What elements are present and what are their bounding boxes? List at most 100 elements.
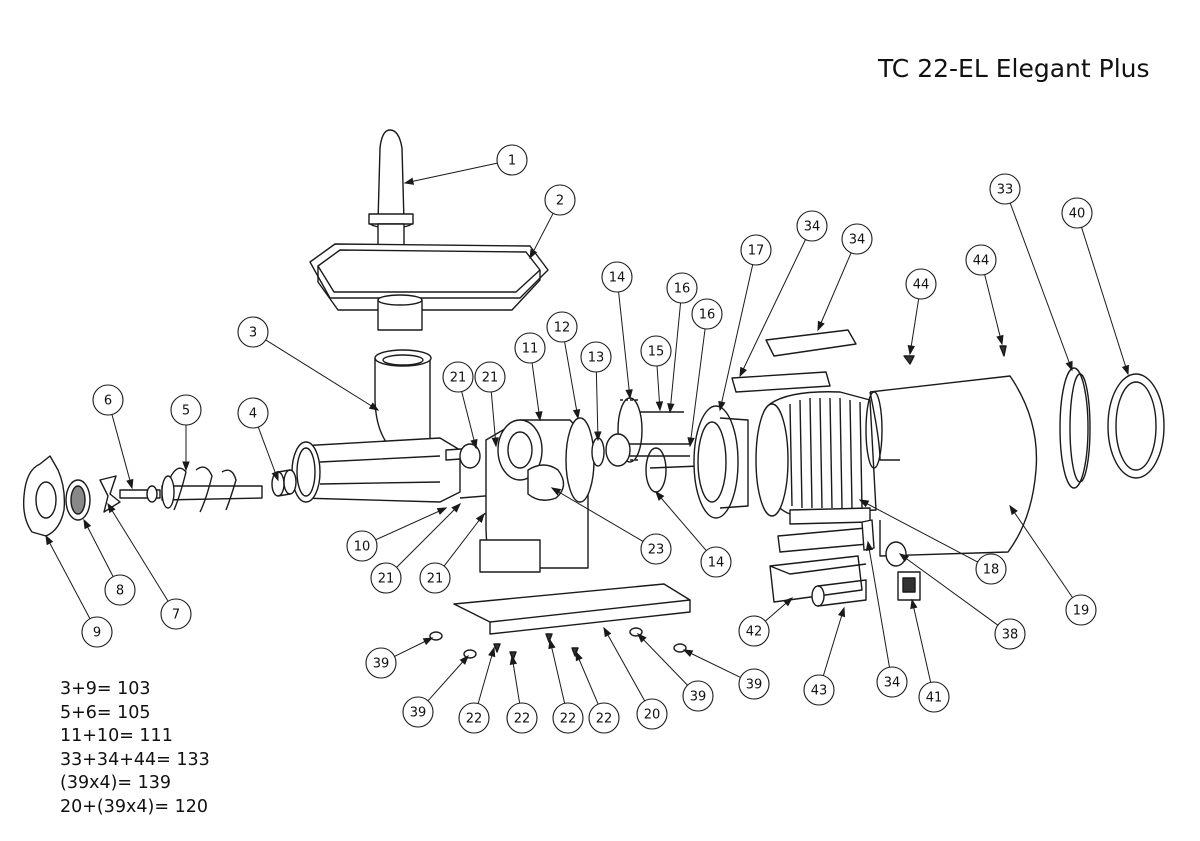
part-tray [309,243,549,331]
callout-circle [419,562,451,594]
callout-circle [1065,594,1097,626]
part-worm [161,466,263,513]
callout-circle [81,616,113,648]
callout-circle [640,335,672,367]
combination-line: 33+34+44= 133 [60,749,210,770]
callout-arrowhead [368,402,380,411]
callout-number: 2 [556,194,564,209]
callout-leader-line [618,291,631,399]
combination-line: 3+9= 103 [60,679,151,699]
combination-line: 20+(39x4)= 120 [60,796,208,817]
callout-leader-line [909,298,920,355]
callout-number: 39 [373,657,390,672]
part-feet [429,627,687,661]
part-gasket [565,417,605,503]
callout-leader-line [867,541,890,668]
machine-parts-drawing [22,129,1165,661]
callout-leader-line [595,371,599,441]
callout-leader-line [107,503,169,602]
callout-number: 21 [482,371,499,386]
part-pin [119,485,161,503]
callout-circle [237,316,269,348]
callout-leader-line [45,535,91,619]
callout-leader-line [689,328,706,447]
part-rings [1059,367,1165,489]
callout-number: 10 [354,540,371,555]
callout-number: 4 [249,407,257,422]
callout-number: 22 [466,712,483,727]
callout-circle [905,268,937,300]
callout-arrowhead [898,553,910,563]
callout-circle [975,553,1007,585]
callout-number: 43 [811,684,828,699]
callout-arrowhead [271,470,279,482]
part-ring-nut [22,455,66,537]
part-gears [605,397,701,493]
callout-number: 8 [116,584,124,599]
callout-circle [738,668,770,700]
callout-leader-line [404,162,498,184]
callout-arrowhead [996,334,1004,346]
callout-circle [994,618,1026,650]
callout-leader-line [859,499,978,563]
callout-leader-line [551,487,644,542]
callout-leader-line [549,639,566,704]
callout-circle [1061,197,1093,229]
diagram-title: TC 22-EL Elegant Plus [878,54,1150,83]
callout-arrowhead [910,598,918,610]
callout-circle [640,533,672,565]
part-combinations-list: 3+9= 103 5+6= 105 11+10= 111 33+34+44= 1… [60,678,210,820]
callout-arrowhead [655,490,665,501]
callout-circle [514,332,546,364]
callout-number: 40 [1069,207,1086,222]
callout-arrowhead [535,411,543,422]
combination-line: 5+6= 105 [60,702,151,723]
callout-number: 20 [644,708,661,723]
callout-arrowhead [817,320,825,332]
callout-number: 5 [182,404,190,419]
callout-number: 1 [508,154,516,169]
callout-number: 44 [913,278,930,293]
callout-number: 13 [588,351,605,366]
callout-arrowhead [687,437,695,448]
callout-leader-line [911,599,932,683]
callout-arrowhead [529,248,538,260]
callout-arrowhead [459,654,469,665]
callout-circle [682,680,714,712]
callout-circle [803,674,835,706]
part-bushing [271,469,297,497]
callout-leader-line [490,391,497,447]
callout-number: 19 [1073,604,1090,619]
callout-leader-line [817,252,852,331]
part-shell [865,375,1038,557]
callout-number: 16 [699,308,716,323]
callout-circle [580,341,612,373]
callout-arrowhead [548,638,556,650]
callout-number: 12 [554,321,571,336]
callout-circle [546,311,578,343]
callout-number: 42 [746,625,763,640]
callout-number: 39 [746,678,763,693]
callout-leader-line [899,553,999,626]
callout-arrowhead [682,649,694,658]
callout-circle [506,702,538,734]
callout-number: 16 [674,282,691,297]
callout-arrowhead [858,499,870,508]
part-brackets [731,329,875,553]
combination-line: (39x4)= 139 [60,773,172,794]
callout-arrowhead [422,637,434,646]
combination-line: 11+10= 111 [60,726,173,747]
callout-leader-line [461,391,477,449]
callout-arrowhead [603,626,612,638]
callout-circle [841,223,873,255]
callout-circle [876,666,908,698]
callout-arrowhead [1121,364,1129,376]
callout-arrowhead [907,345,915,356]
part-screws [903,345,1007,365]
callout-leader-line [822,607,845,676]
callout-circle [738,615,770,647]
callout-number: 9 [93,626,101,641]
callout-number: 44 [973,254,990,269]
callout-circle [740,234,772,266]
